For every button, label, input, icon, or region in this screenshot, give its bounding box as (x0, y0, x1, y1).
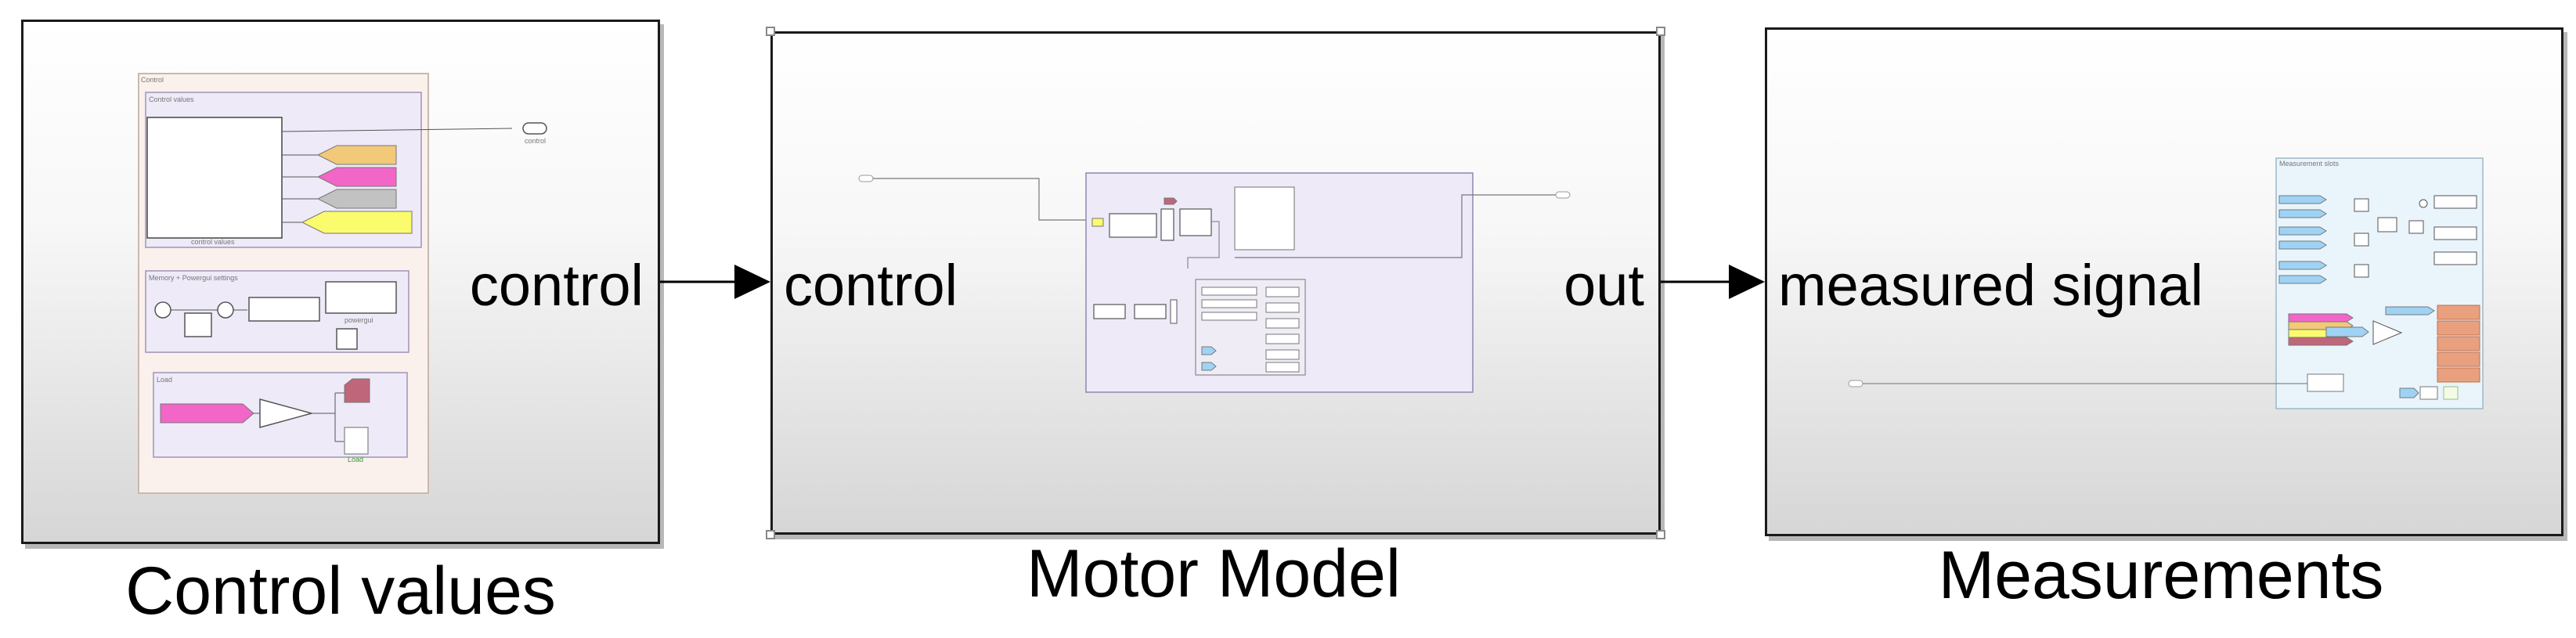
thumb-panel1-label: Control values (149, 96, 194, 103)
block-title-control-values: Control values (125, 553, 556, 629)
thumb-gain (259, 398, 314, 428)
arrowhead-control (734, 265, 770, 299)
thumb-matrix-block (146, 117, 283, 239)
thumb-powergui-block (325, 281, 397, 314)
thumb-panel2-caption: powergui (345, 316, 373, 324)
out-port-label-out: out (1564, 253, 1644, 318)
in-port-label-measured-signal: measured signal (1778, 253, 2203, 318)
in-port-label-control: control (784, 253, 958, 318)
thumb-tag-3 (316, 189, 397, 209)
thumb-tag-4 (301, 211, 413, 234)
thumb-outer-label: Control (141, 76, 164, 84)
thumb-out-port (522, 122, 547, 135)
block-title-motor-model: Motor Model (1026, 536, 1401, 611)
thumb-in-port-measured (1848, 380, 1863, 387)
selection-handle-top-left[interactable] (766, 27, 775, 36)
thumb-measurement-label: Measurement slots (2279, 160, 2340, 168)
thumb-panel3-label: Load (157, 376, 172, 384)
selection-handle-bottom-left[interactable] (766, 530, 775, 539)
thumb-out-port-motor (1555, 191, 1571, 199)
thumb-panel3-caption: Load (348, 456, 363, 463)
subsystem-motor-model[interactable]: control out (770, 31, 1661, 535)
thumb-out-label: control (525, 137, 546, 145)
out-port-label-control: control (469, 253, 644, 318)
control-values-thumbnail: Control Control values control values co… (138, 73, 547, 494)
arrowhead-out (1729, 265, 1765, 299)
subsystem-control-values[interactable]: Control Control values control values co… (21, 20, 660, 544)
selection-handle-bottom-right[interactable] (1656, 530, 1665, 539)
subsystem-measurements[interactable]: Measurement slots measured sig (1765, 27, 2563, 536)
thumb-load-tag (160, 403, 254, 424)
thumb-panel1-caption: control values (191, 238, 235, 246)
thumb-panel2-label: Memory + Powergui settings (149, 274, 238, 282)
thumb-goto (344, 378, 370, 403)
block-title-measurements: Measurements (1938, 538, 2384, 613)
measurements-thumbnail: Measurement slots (1848, 157, 2484, 409)
selection-handle-top-right[interactable] (1656, 27, 1665, 36)
motor-model-thumbnail (858, 172, 1571, 393)
thumb-scope (344, 427, 369, 455)
thumb-tag-2 (316, 167, 397, 187)
thumb-in-port (858, 175, 874, 182)
thumb-tag-1 (316, 145, 397, 165)
